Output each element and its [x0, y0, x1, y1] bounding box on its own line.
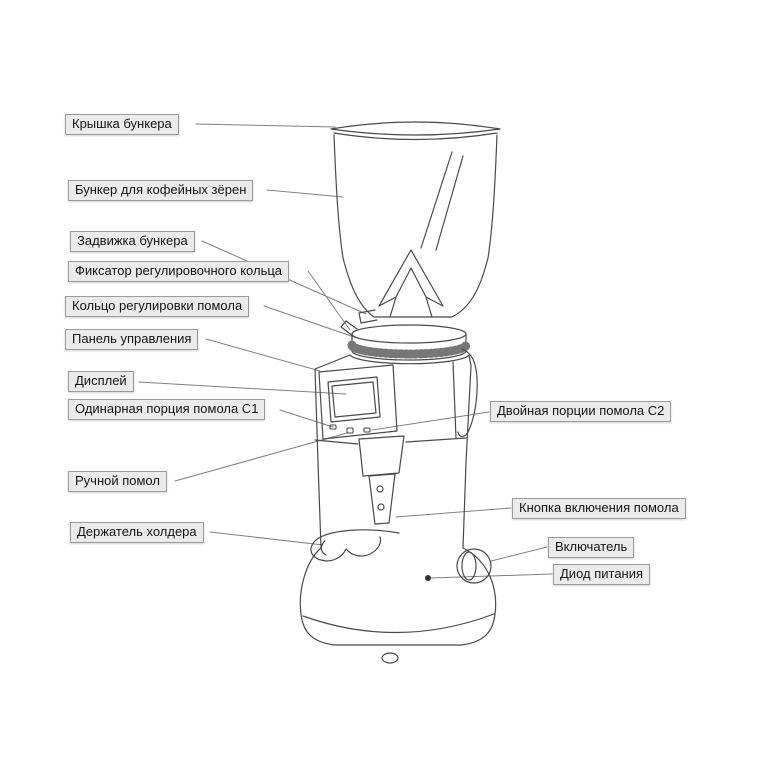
power-switch-drawing — [456, 548, 492, 584]
label-double-dose: Двойная порции помола C2 — [490, 401, 672, 422]
label-single-dose: Одинарная порция помола C1 — [68, 399, 266, 420]
grind-ring-drawing — [340, 320, 471, 361]
double-dose-button-drawing — [363, 427, 371, 433]
label-hopper-gate: Задвижка бункера — [70, 231, 195, 252]
spout-drawing — [358, 435, 405, 525]
label-hopper: Бункер для кофейных зёрен — [68, 180, 254, 201]
label-control-panel: Панель управления — [65, 329, 199, 350]
label-grind-ring: Кольцо регулировки помола — [65, 296, 250, 317]
label-power-led: Диод питания — [553, 564, 651, 585]
hopper-gate-drawing — [358, 309, 378, 324]
label-ring-lock: Фиксатор регулировочного кольца — [68, 261, 290, 282]
label-display: Дисплей — [68, 371, 134, 392]
base-drawing — [299, 547, 497, 664]
label-grind-button: Кнопка включения помола — [512, 498, 686, 519]
manual-grind-button-drawing — [346, 427, 354, 434]
display-drawing — [327, 376, 381, 423]
leader-lines — [138, 123, 553, 579]
control-panel-drawing — [318, 364, 398, 440]
ring-lock-drawing — [340, 320, 358, 337]
label-portafilter-holder: Держатель холдера — [70, 522, 204, 543]
dose-buttons-drawing — [329, 424, 371, 434]
machine-body-drawing — [314, 354, 472, 549]
label-manual-grind: Ручной помол — [68, 471, 167, 492]
hopper-body-drawing — [333, 134, 498, 259]
side-hook-drawing — [457, 348, 478, 438]
hopper-lid-drawing — [330, 121, 501, 141]
power-led-drawing — [425, 575, 431, 581]
single-dose-button-drawing — [329, 424, 337, 430]
label-power-switch: Включатель — [548, 537, 635, 558]
funnel-drawing — [342, 249, 489, 318]
portafilter-fork-drawing — [310, 529, 400, 562]
label-hopper-lid: Крышка бункера — [65, 114, 179, 135]
